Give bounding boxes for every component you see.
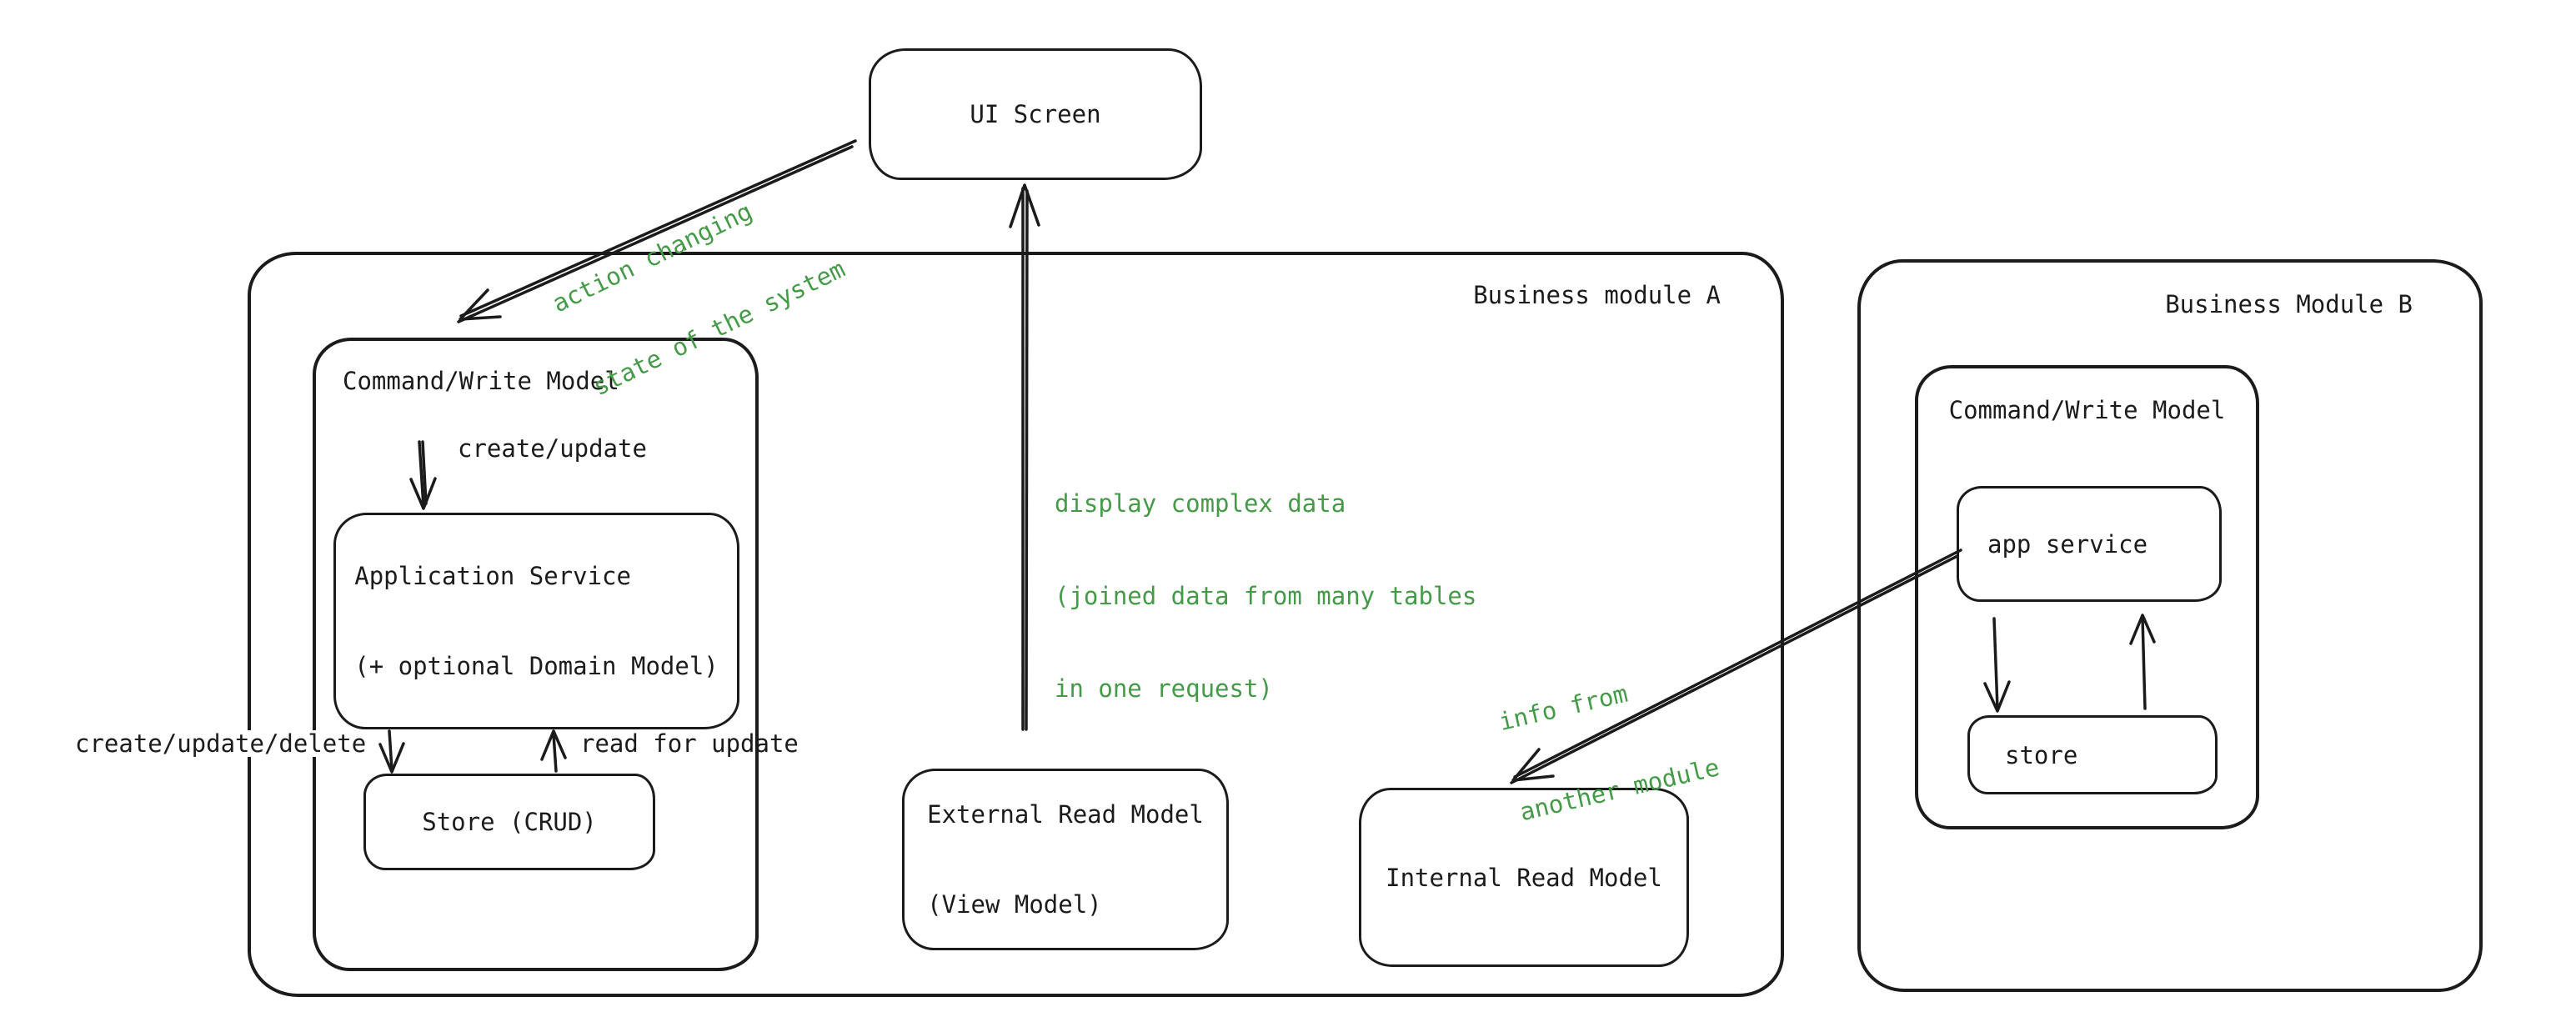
node-application-service-label-line2: (+ optional Domain Model) [354,652,719,680]
node-internal-read-model: Internal Read Model [1359,788,1689,967]
container-business-module-b-label: Business Module B [2165,290,2413,318]
node-app-service-b-label: app service [1987,529,2148,559]
node-external-read-model-label-line1: External Read Model [927,800,1204,829]
node-application-service: Application Service (+ optional Domain M… [333,513,739,729]
edge-label-create-update: create/update [458,434,647,463]
container-business-module-a-label: Business module A [1473,281,1721,309]
node-app-service-b: app service [1957,486,2222,602]
node-store-b-label: store [2005,740,2078,769]
node-external-read-model-label-line2: (View Model) [927,890,1102,919]
node-application-service-label-line1: Application Service [354,562,631,590]
container-business-module-b: Business Module B [1857,259,2483,992]
container-command-write-model-a: Command/Write Model [313,338,759,971]
container-command-write-model-a-label: Command/Write Model [343,367,619,395]
node-ui-screen-label: UI Screen [970,100,1101,128]
node-store-crud: Store (CRUD) [363,774,655,870]
node-internal-read-model-label: Internal Read Model [1386,863,1662,892]
node-store-crud-label: Store (CRUD) [422,808,597,836]
edge-label-create-update-delete: create/update/delete [72,730,370,757]
node-external-read-model: External Read Model (View Model) [902,769,1229,950]
node-ui-screen: UI Screen [869,48,1202,180]
container-command-write-model-b-label: Command/Write Model [1948,396,2226,424]
node-store-b: store [1967,715,2218,794]
annotation-display-complex-data: display complex data (joined data from m… [1055,489,1477,703]
edge-label-read-for-update: read for update [580,729,799,758]
